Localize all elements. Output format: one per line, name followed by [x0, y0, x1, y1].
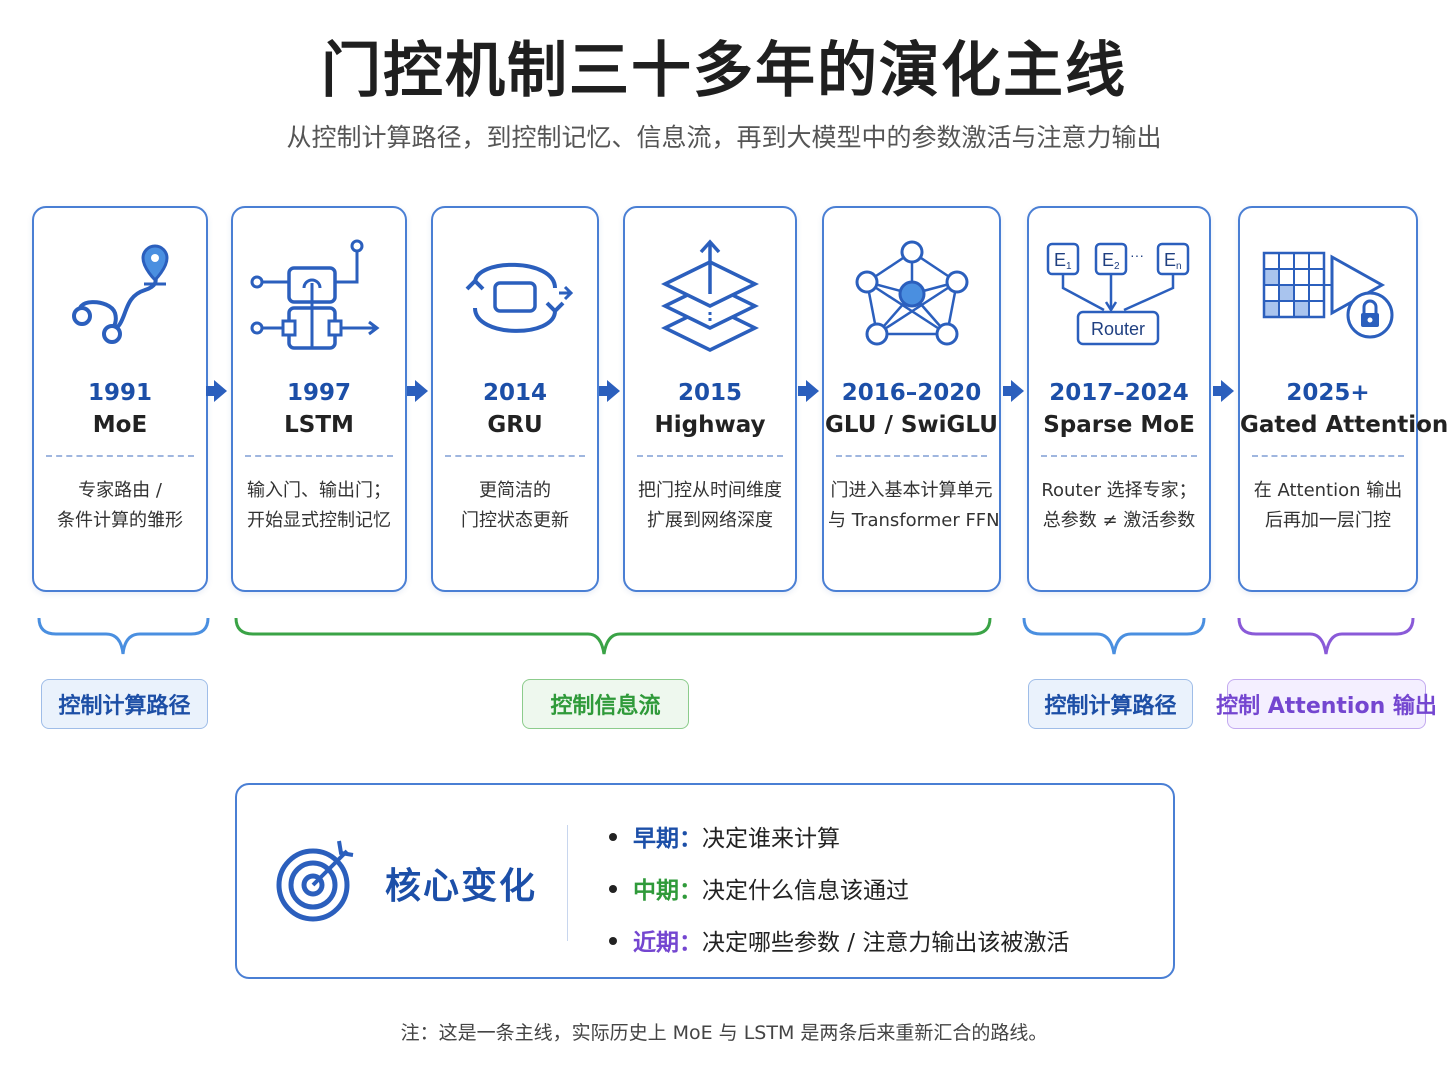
card-year: 2025+ [1286, 380, 1370, 406]
arrow-right-icon [798, 380, 819, 402]
svg-text:1: 1 [1066, 261, 1072, 272]
card-divider [245, 455, 393, 457]
card-name: GLU / SwiGLU [825, 412, 998, 438]
card-divider [637, 455, 783, 457]
network-graph-icon [824, 228, 999, 368]
svg-text:E: E [1054, 250, 1066, 270]
core-item-early: 早期：决定谁来计算 [609, 819, 840, 853]
core-item-middle: 中期：决定什么信息该通过 [609, 871, 909, 905]
card-year: 2016–2020 [841, 380, 982, 406]
card-glu-swiglu: 2016–2020 GLU / SwiGLU 门进入基本计算单元与 Transf… [822, 206, 1001, 592]
card-description: 专家路由 /条件计算的雏形 [57, 480, 183, 531]
attention-lock-icon [1240, 228, 1416, 368]
card-description: Router 选择专家；总参数 ≠ 激活参数 [1041, 480, 1197, 531]
core-item-recent: 近期：决定哪些参数 / 注意力输出该被激活 [609, 923, 1069, 957]
route-pin-icon [34, 228, 206, 368]
card-name: Sparse MoE [1043, 412, 1195, 438]
card-name: GRU [487, 412, 543, 438]
target-icon [273, 835, 363, 929]
card-gated-attention: 2025+ Gated Attention 在 Attention 输出后再加一… [1238, 206, 1448, 592]
arrow-right-icon [1003, 380, 1024, 402]
card-divider [445, 455, 585, 457]
footnote: 注：这是一条主线，实际历史上 MoE 与 LSTM 是两条后来重新汇合的路线。 [400, 1022, 1048, 1044]
arrow-right-icon [599, 380, 620, 402]
group-brace [234, 617, 992, 655]
router-experts-icon: E 1 E 2 ··· E n Router [1029, 228, 1209, 368]
card-description: 输入门、输出门；开始显式控制记忆 [247, 480, 391, 531]
group-tag-compute-path: 控制计算路径 [1028, 679, 1193, 729]
bullet [609, 884, 617, 893]
card-gru: 2014 GRU 更简洁的门控状态更新 [431, 206, 599, 592]
card-lstm: 1997 LSTM 输入门、输出门；开始显式控制记忆 [231, 206, 407, 592]
card-name: LSTM [284, 412, 354, 438]
card-divider [836, 455, 987, 457]
svg-text:E: E [1102, 250, 1114, 270]
svg-text:E: E [1164, 250, 1176, 270]
group-brace [37, 617, 210, 655]
group-brace [1022, 617, 1206, 655]
arrow-right-icon [1213, 380, 1234, 402]
page-title: 门控机制三十多年的演化主线 [321, 36, 1127, 106]
group-brace [1237, 617, 1415, 655]
card-description: 更简洁的门控状态更新 [461, 480, 569, 531]
card-divider [46, 455, 194, 457]
card-year: 2017–2024 [1049, 380, 1189, 406]
card-name: MoE [92, 412, 148, 438]
card-year: 2015 [677, 380, 742, 406]
card-name: Gated Attention [1240, 412, 1448, 438]
card-divider [1252, 455, 1404, 457]
card-sparse-moe: E 1 E 2 ··· E n Router 2017–2024 Sparse … [1027, 206, 1211, 592]
card-description: 门进入基本计算单元与 Transformer FFN [828, 480, 1000, 531]
svg-text:n: n [1176, 261, 1182, 272]
bullet [609, 832, 617, 841]
card-divider [1041, 455, 1197, 457]
gate-circuit-icon [233, 228, 405, 368]
card-year: 2014 [482, 380, 547, 406]
arrow-right-icon [407, 380, 428, 402]
card-moe: 1991 MoE 专家路由 /条件计算的雏形 [32, 206, 208, 592]
core-change-panel: 核心变化 早期：决定谁来计算 中期：决定什么信息该通过 近期：决定哪些参数 / … [235, 783, 1175, 979]
card-year: 1997 [286, 380, 351, 406]
group-tag-info-flow: 控制信息流 [522, 679, 689, 729]
page-subtitle: 从控制计算路径，到控制记忆、信息流，再到大模型中的参数激活与注意力输出 [286, 123, 1162, 152]
group-tag-compute-path: 控制计算路径 [41, 679, 208, 729]
card-description: 把门控从时间维度扩展到网络深度 [638, 480, 782, 531]
group-tag-attention-output: 控制 Attention 输出 [1216, 679, 1437, 729]
stacked-layers-icon [625, 228, 795, 368]
bullet [609, 936, 617, 945]
card-year: 1991 [87, 380, 152, 406]
card-name: Highway [654, 412, 766, 438]
arrow-right-icon [206, 380, 227, 402]
svg-text:Router: Router [1091, 319, 1145, 339]
divider [567, 825, 568, 941]
svg-text:···: ··· [1130, 247, 1144, 263]
card-description: 在 Attention 输出后再加一层门控 [1253, 480, 1403, 531]
core-change-title: 核心变化 [385, 866, 538, 907]
svg-text:2: 2 [1114, 261, 1120, 272]
cycle-update-icon [433, 228, 597, 368]
card-highway: 2015 Highway 把门控从时间维度扩展到网络深度 [623, 206, 797, 592]
